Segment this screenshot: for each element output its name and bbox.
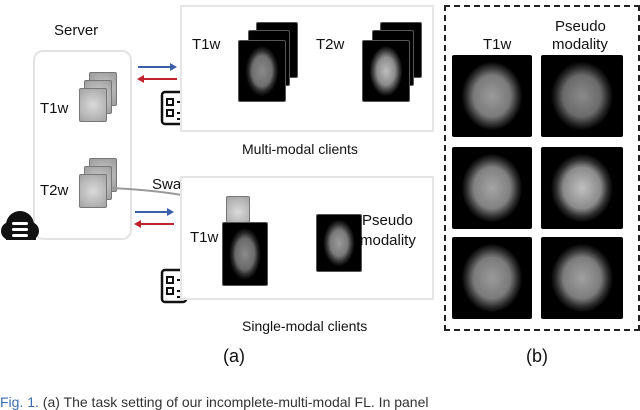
multi-modal-t2w-label: T2w: [316, 36, 345, 53]
panel-b-pseudo-row1: [541, 55, 623, 137]
panel-a-label: (a): [223, 346, 245, 366]
multi-modal-caption: Multi-modal clients: [242, 141, 358, 157]
multi-modal-sync-arrows: [137, 63, 177, 83]
server-t2w-stack-front: [79, 174, 107, 208]
cloud-server-icon: [1, 211, 39, 240]
panel-b-pseudo-row2: [541, 147, 623, 229]
pseudo-modality-scan: [316, 214, 362, 272]
figure-caption: Fig. 1. (a) The task setting of our inco…: [0, 394, 429, 410]
figure-caption-number: Fig. 1.: [0, 394, 39, 410]
panel-b-t1w-row3: [452, 237, 532, 319]
pseudo-label: Pseudo: [362, 212, 413, 229]
single-modal-sync-arrows: [134, 208, 174, 228]
server-t1w-stack-front: [79, 88, 107, 122]
multi-t1w-scan-front: [238, 40, 286, 102]
panel-b-pseudo-header: Pseudo: [555, 18, 606, 35]
server-title: Server: [54, 22, 99, 39]
multi-t2w-scan-front: [362, 40, 410, 102]
single-modal-t1w-label: T1w: [190, 229, 219, 246]
panel-b-frame: [444, 5, 640, 331]
multi-modal-t1w-label: T1w: [192, 36, 221, 53]
modality-label: modality: [360, 232, 416, 249]
panel-b-t1w-header: T1w: [483, 36, 512, 53]
panel-b-modality-header: modality: [552, 36, 608, 53]
server-t2w-label: T2w: [40, 182, 69, 199]
figure-caption-text: (a) The task setting of our incomplete-m…: [42, 394, 429, 410]
single-t1w-scan: [222, 222, 268, 286]
panel-b-label: (b): [526, 346, 548, 366]
panel-b-t1w-row2: [452, 147, 532, 229]
panel-b-t1w-row1: [452, 55, 532, 137]
panel-b-pseudo-row3: [541, 237, 623, 319]
single-modal-caption: Single-modal clients: [242, 318, 368, 334]
server-t1w-label: T1w: [40, 100, 69, 117]
